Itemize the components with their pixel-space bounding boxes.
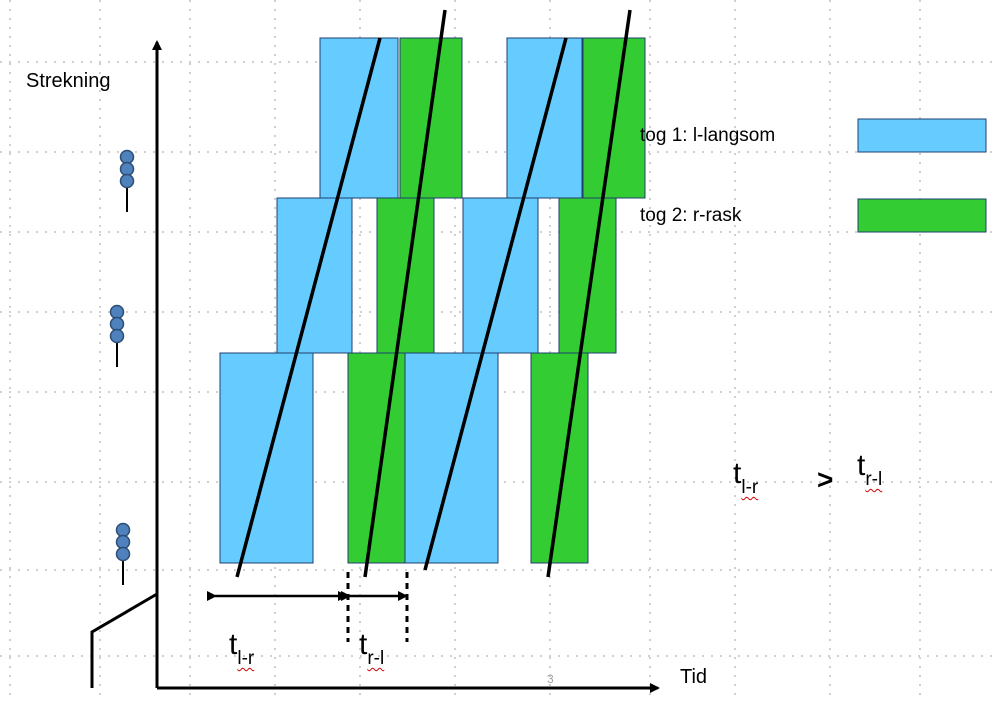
t-lr-label: tl-r — [229, 628, 254, 669]
legend-label-fast: tog 2: r-rask — [640, 205, 742, 226]
comparison-right: tr-l — [857, 449, 882, 490]
legend-swatch-slow — [857, 118, 987, 153]
track-branch — [90, 592, 158, 688]
comparison-right-sub: r-l — [865, 469, 883, 490]
t-lr-main: t — [229, 628, 238, 661]
comparison-left-sub: l-r — [741, 477, 759, 498]
signals — [109, 149, 135, 585]
signal-icon — [119, 149, 135, 212]
y-axis-label: Strekning — [26, 70, 111, 92]
slide-number: 3 — [547, 672, 554, 686]
train-paths — [235, 9, 632, 578]
block-fast-train — [530, 352, 589, 564]
slow-train-path — [235, 37, 382, 578]
comparison-left-main: t — [733, 457, 742, 490]
fast-train-path — [363, 9, 447, 578]
block-slow-train — [404, 352, 499, 564]
block-fast-train — [558, 197, 617, 354]
t-lr-sub: l-r — [237, 648, 255, 669]
fast-train-path — [546, 9, 632, 578]
slow-train-path — [423, 37, 568, 571]
t-rl-sub: r-l — [367, 648, 385, 669]
block-fast-train — [347, 352, 406, 564]
t-rl-main: t — [359, 628, 368, 661]
t-rl-label: tr-l — [359, 628, 384, 669]
comparison-left: tl-r — [733, 457, 758, 498]
signal-icon — [109, 304, 125, 367]
legend-label-slow: tog 1: l-langsom — [640, 125, 776, 146]
comparison-right-main: t — [857, 449, 866, 482]
legend-swatch-fast — [857, 198, 987, 233]
x-axis-label: Tid — [680, 666, 708, 688]
comparison-operator: > — [817, 464, 834, 495]
block-slow-train — [276, 197, 353, 354]
block-fast-train — [376, 197, 435, 354]
block-sections — [219, 37, 646, 564]
signal-icon — [115, 522, 131, 585]
block-slow-train — [462, 197, 539, 354]
block-slow-train — [219, 352, 314, 564]
